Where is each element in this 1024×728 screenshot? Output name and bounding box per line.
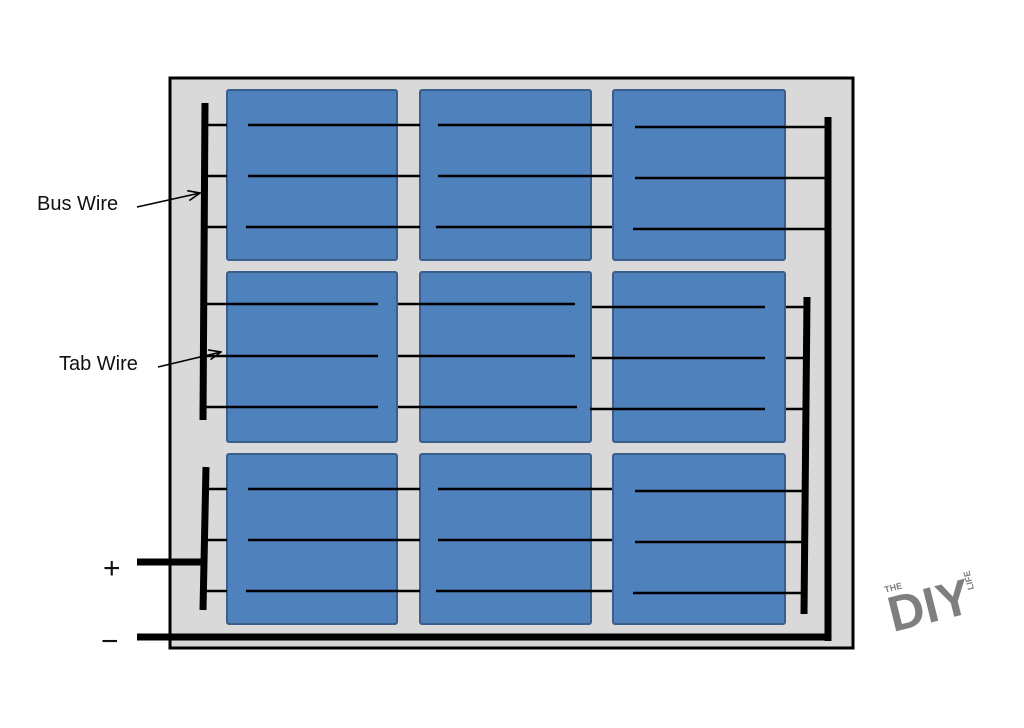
- bus-wire-left-lower: [199, 466, 210, 611]
- bus-wires: [199, 102, 832, 641]
- bus-wire-label: Bus Wire: [37, 193, 118, 215]
- logo-small-top: THE: [883, 581, 903, 595]
- bus-wire-arrow: [136, 193, 200, 208]
- bus-wire-right-inner: [800, 296, 811, 615]
- solar-cell: [612, 89, 786, 261]
- tab-wire-label: Tab Wire: [59, 353, 138, 375]
- negative-terminal-label: −: [101, 625, 119, 658]
- positive-terminal-label: +: [103, 552, 121, 585]
- solar-cell: [612, 453, 786, 625]
- bus-wire-left-upper: [199, 102, 209, 421]
- diy-life-logo: THE DIY LIFE: [882, 568, 976, 643]
- tab-wire-arrow: [157, 352, 221, 368]
- logo-small-side: LIFE: [962, 570, 976, 591]
- tab-wires: [205, 123, 828, 595]
